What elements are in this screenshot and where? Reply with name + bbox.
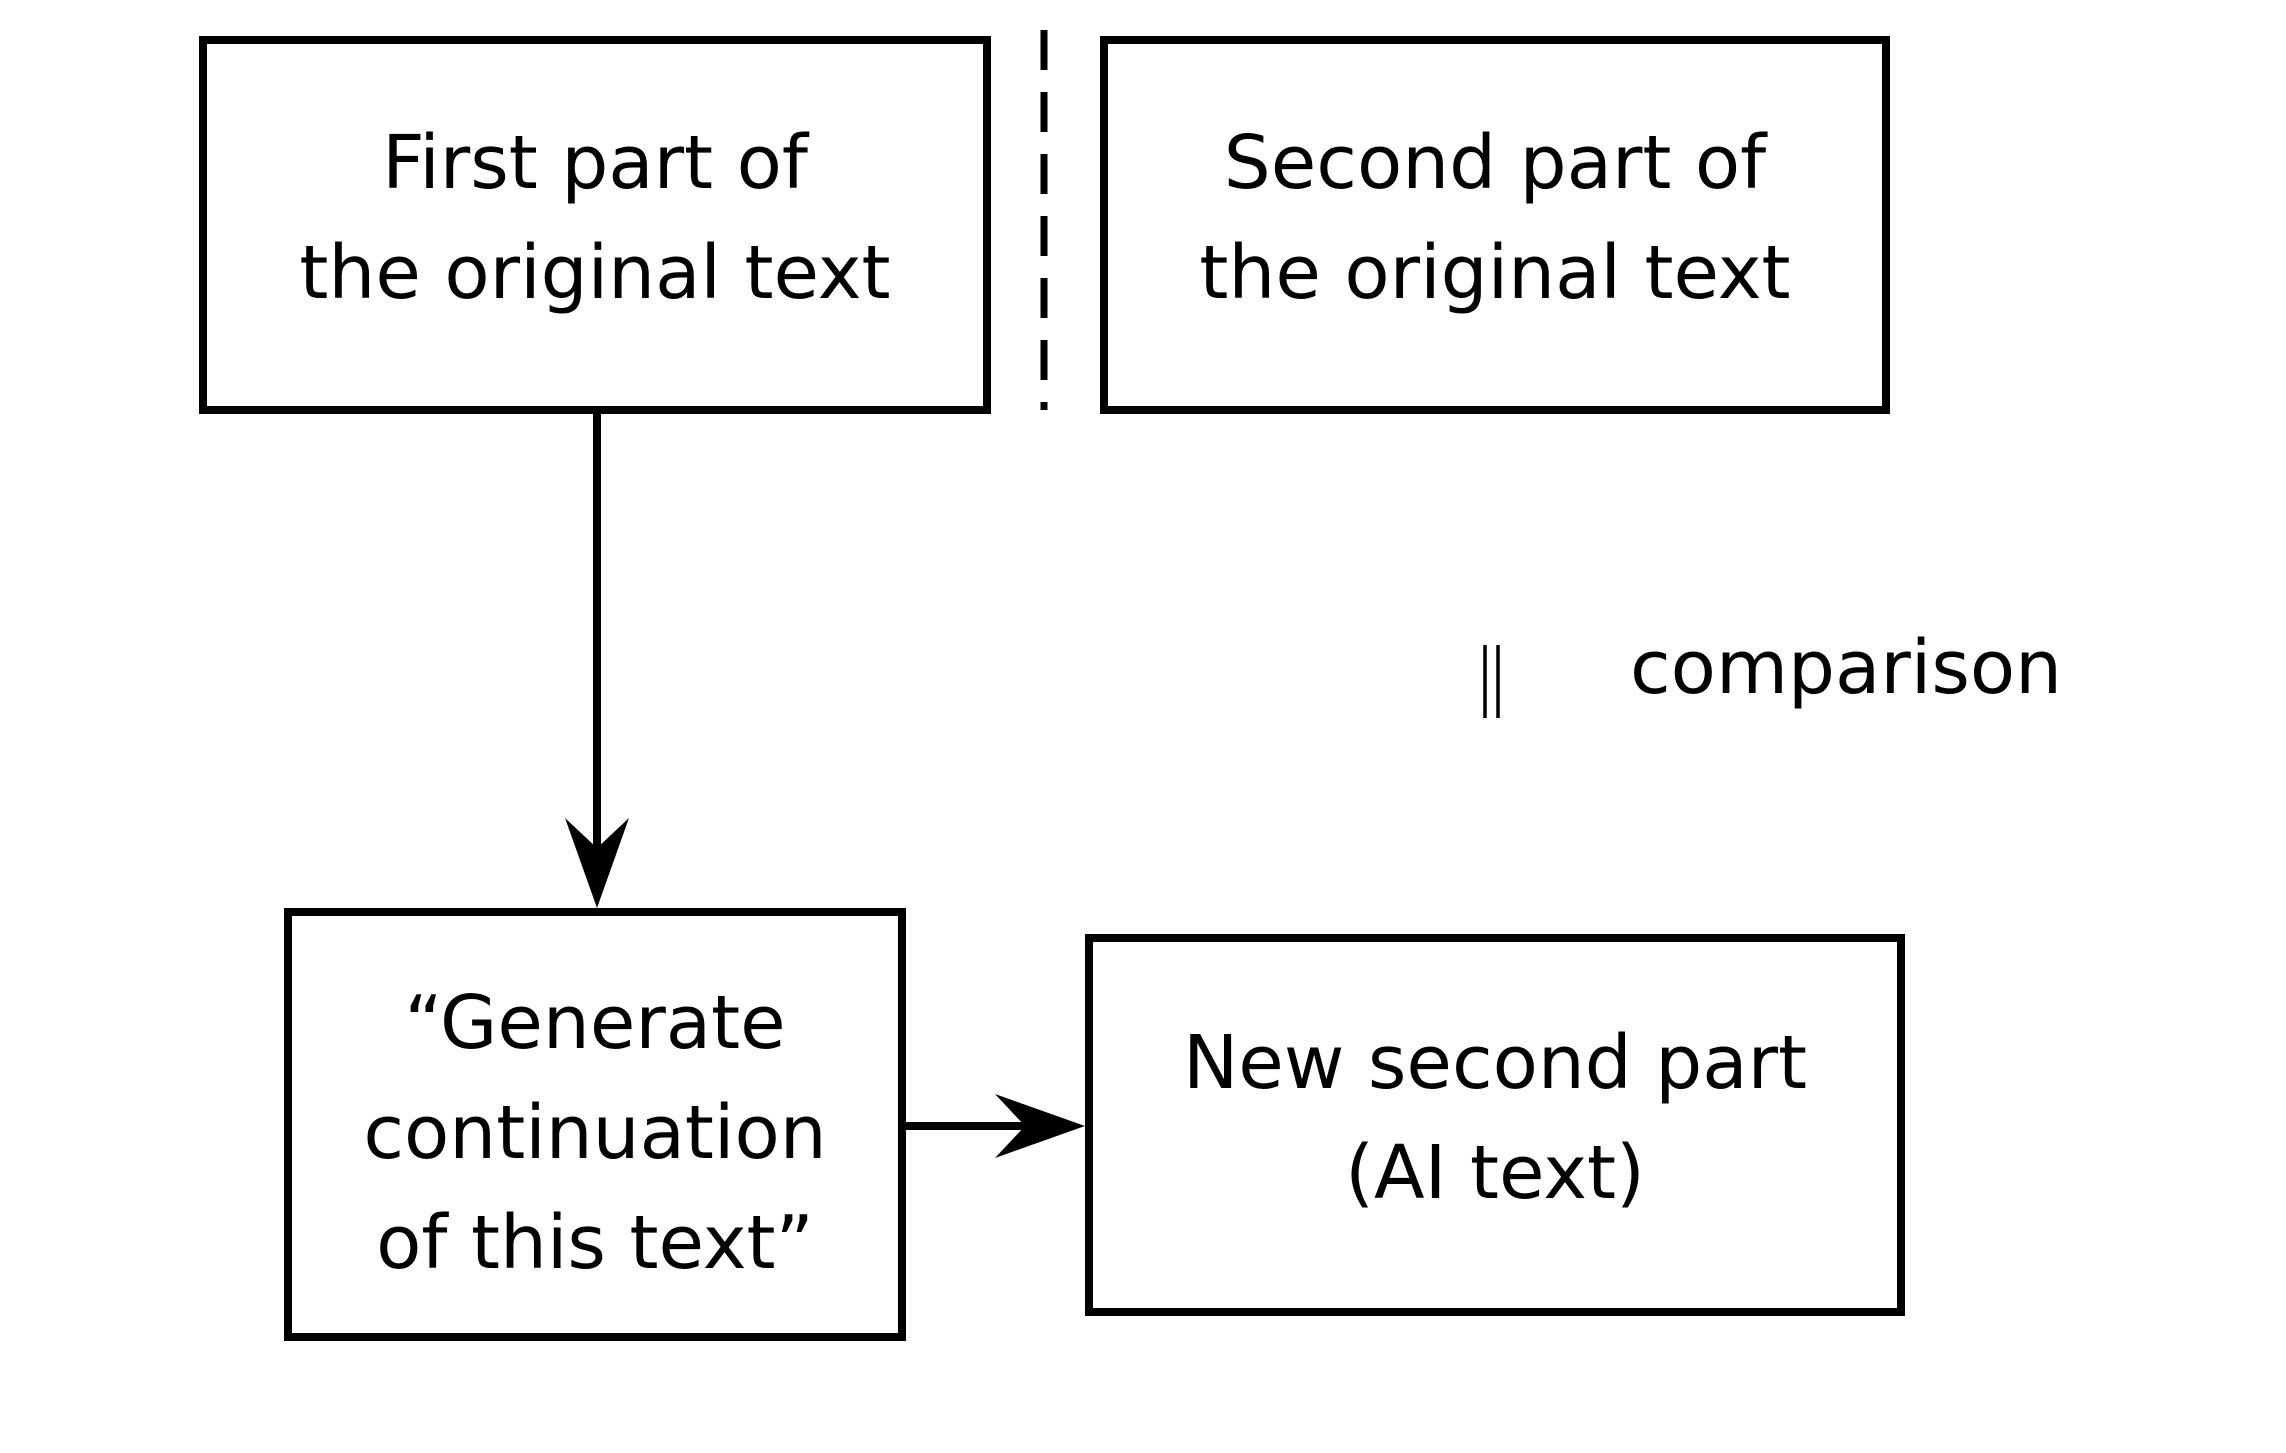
- first-part-line-1: First part of: [382, 120, 810, 206]
- prompt-line-1: “Generate: [404, 980, 785, 1066]
- second-part-box-frame: [1100, 36, 1890, 414]
- comparison-indicator: comparison: [1483, 625, 2062, 718]
- second-part-line-2: the original text: [1199, 230, 1790, 316]
- second-part-box: Second part of the original text: [1100, 36, 1890, 414]
- right-arrow-head: [995, 1094, 1085, 1158]
- prompt-box: “Generate continuation of this text”: [284, 908, 906, 1341]
- first-part-box-frame: [199, 36, 991, 414]
- prompt-box-frame: [284, 908, 906, 1341]
- comparison-label: comparison: [1630, 625, 2062, 711]
- prompt-line-3: of this text”: [376, 1200, 814, 1286]
- down-arrow: [565, 410, 629, 908]
- new-second-part-box: New second part (AI text): [1085, 934, 1905, 1316]
- first-part-box: First part of the original text: [199, 36, 991, 414]
- down-arrow-head: [565, 818, 629, 908]
- new-second-part-line-1: New second part: [1183, 1020, 1807, 1106]
- right-arrow: [902, 1094, 1085, 1158]
- second-part-line-1: Second part of: [1224, 120, 1768, 206]
- prompt-line-2: continuation: [363, 1090, 826, 1176]
- new-second-part-line-2: (AI text): [1345, 1130, 1645, 1216]
- new-second-part-box-frame: [1085, 934, 1905, 1316]
- first-part-line-2: the original text: [299, 230, 890, 316]
